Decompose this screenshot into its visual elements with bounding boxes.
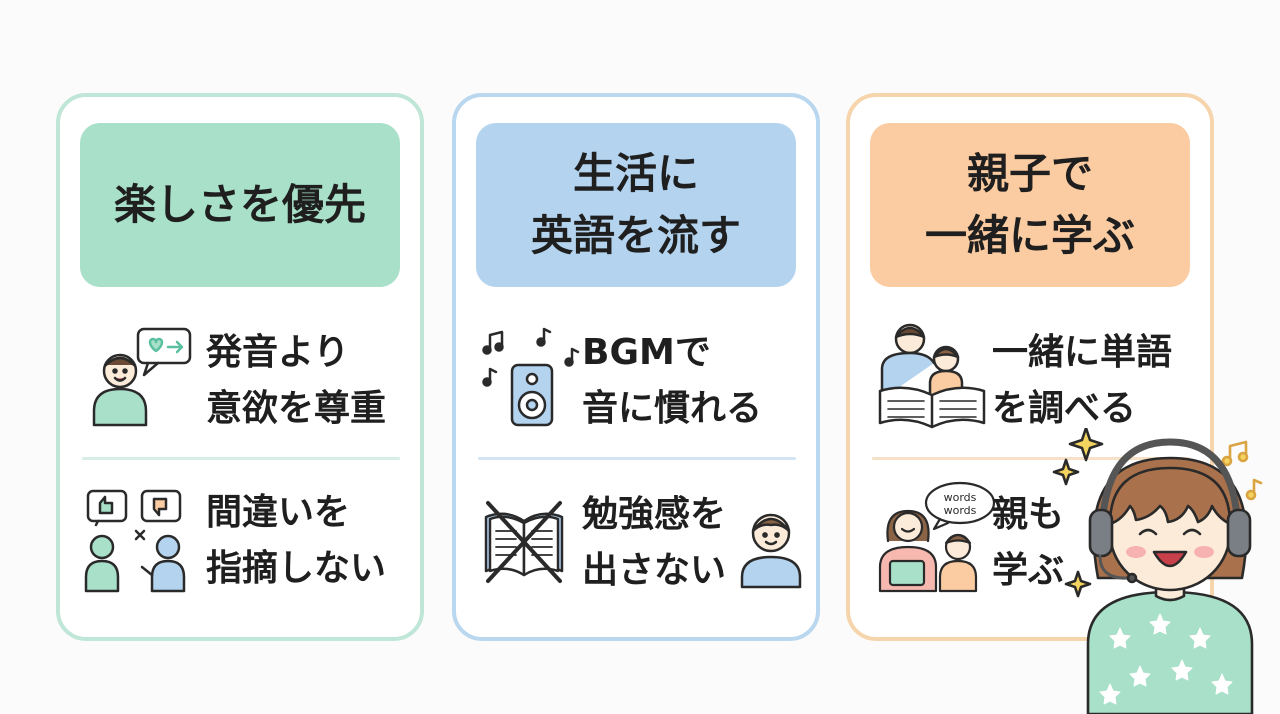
boy-icon bbox=[740, 513, 802, 589]
parent-child-reading-icon bbox=[878, 323, 986, 429]
divider bbox=[872, 457, 1190, 460]
item-text: 親も 学ぶ bbox=[992, 494, 1065, 591]
card-title-text: 英語を流す bbox=[530, 211, 741, 260]
card-title: 親子で 一緒に学ぶ bbox=[870, 123, 1190, 287]
feedback-people-icon bbox=[84, 489, 186, 593]
item-text: 一緒に単語 を調べる bbox=[992, 332, 1173, 429]
item-text: BGMで 音に慣れる bbox=[582, 332, 763, 429]
card-parent-child: 親子で 一緒に学ぶ 一緒に単語 を調べる words words bbox=[846, 93, 1214, 641]
card-daily-english: 生活に 英語を流す BGMで 音に慣れる 勉強感を bbox=[452, 93, 820, 641]
card-title: 生活に 英語を流す bbox=[476, 123, 796, 287]
card-title-text: 生活に bbox=[572, 149, 699, 198]
divider bbox=[82, 457, 400, 460]
mother-child-icon: words words bbox=[878, 481, 996, 593]
card-title-text: 親子で bbox=[966, 149, 1093, 198]
card-title-text: 一緒に学ぶ bbox=[924, 211, 1135, 260]
divider bbox=[478, 457, 796, 460]
bubble-word: words bbox=[944, 504, 977, 517]
card-enjoyment: 楽しさを優先 発音より 意欲を尊重 bbox=[56, 93, 424, 641]
card-title: 楽しさを優先 bbox=[80, 123, 400, 287]
item-text: 発音より 意欲を尊重 bbox=[206, 332, 387, 429]
card-title-text: 楽しさを優先 bbox=[113, 180, 366, 229]
item-text: 間違いを 指摘しない bbox=[206, 492, 387, 589]
child-speech-icon bbox=[92, 327, 192, 427]
item-text: 勉強感を 出さない bbox=[582, 494, 727, 591]
headphone-girl-illustration bbox=[1052, 428, 1263, 714]
bubble-word: words bbox=[944, 491, 977, 504]
speaker-music-icon bbox=[482, 327, 580, 427]
crossed-book-icon bbox=[484, 501, 564, 583]
